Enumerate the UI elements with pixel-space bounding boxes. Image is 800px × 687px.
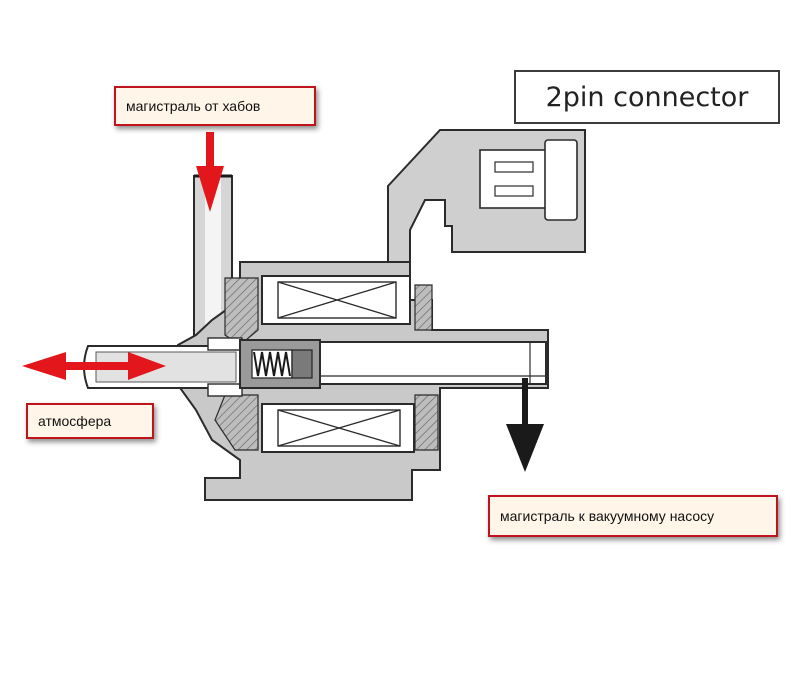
connector-housing [387, 129, 586, 273]
vacuum-flow-arrow [506, 378, 544, 472]
hub-line-label-text: магистраль от хабов [126, 98, 261, 114]
hub-line-label: магистраль от хабов [114, 86, 316, 126]
atmosphere-label-text: атмосфера [38, 413, 112, 429]
connector-label-text: 2pin connector [545, 81, 749, 113]
vacuum-line-label-text: магистраль к вакуумному насосу [500, 508, 715, 524]
hub-inlet-pipe [193, 174, 233, 337]
lower-coil [261, 403, 415, 453]
vacuum-line-label: магистраль к вакуумному насосу [488, 495, 778, 537]
hub-flow-arrow [196, 132, 224, 212]
atmosphere-flow-arrow [22, 352, 166, 380]
vacuum-outlet-pipe [319, 341, 547, 385]
upper-coil [261, 275, 411, 325]
atmosphere-label: атмосфера [26, 403, 154, 439]
plunger-spring [239, 339, 321, 389]
connector-label: 2pin connector [514, 70, 780, 124]
